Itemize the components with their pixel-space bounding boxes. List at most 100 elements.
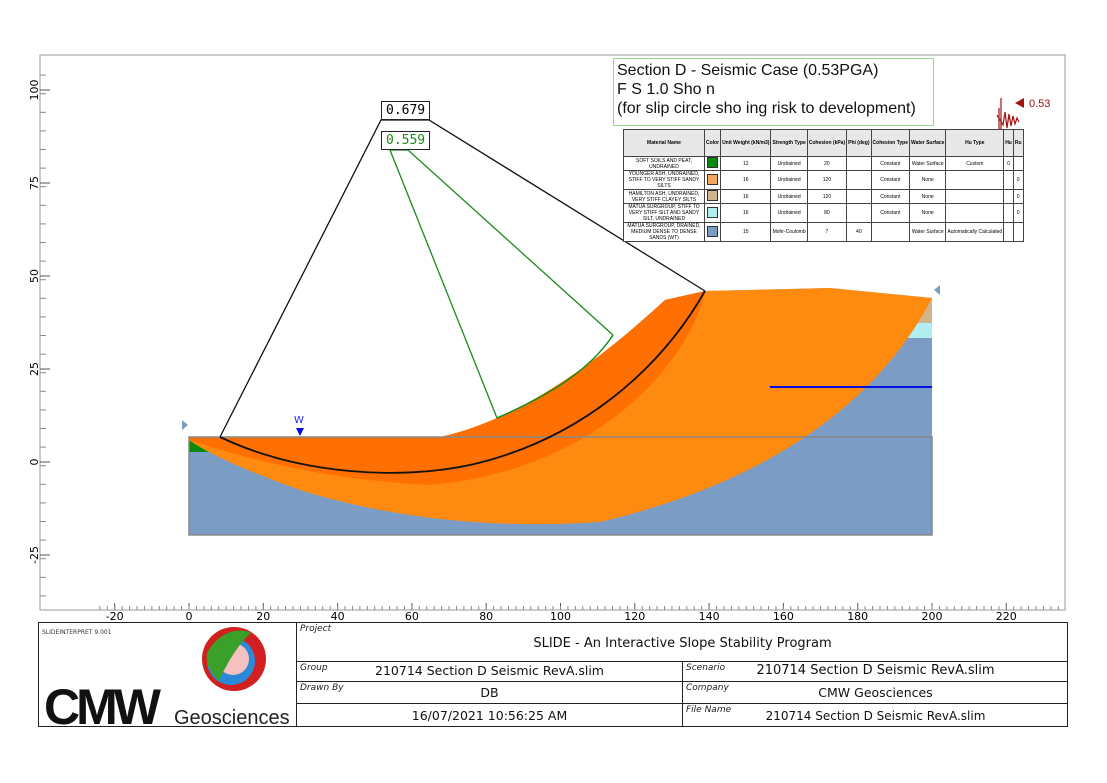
material-hu: [1003, 189, 1014, 204]
material-phi: [846, 189, 872, 204]
material-ru: [1012, 156, 1024, 171]
group-label: Group: [300, 663, 328, 673]
company-logo: CMW Geosciences SLIDEINTERPRET 9.001: [39, 623, 296, 735]
critical-slip-circle: [219, 290, 706, 474]
seismic-coefficient: 0.53: [1029, 98, 1050, 110]
material-ws: Water Surface: [908, 156, 947, 171]
project-value: SLIDE - An Interactive Slope Stability P…: [533, 636, 832, 651]
table-header: Cohesion (kPa): [806, 129, 848, 157]
material-uw: 12: [720, 156, 772, 171]
x-tick-label: 20: [256, 610, 270, 620]
material-uw: 16: [720, 203, 772, 223]
material-ctype: Constant: [870, 170, 911, 190]
material-type: Undrained: [770, 203, 808, 223]
y-tick-label: -25: [28, 546, 41, 564]
material-phi: [846, 156, 872, 171]
version-label: SLIDEINTERPRET 9.001: [42, 629, 112, 636]
x-tick-label: 80: [479, 610, 493, 620]
title-line-2: F S 1.0 Sho n: [617, 81, 715, 98]
right-boundary-marker-icon: [934, 285, 940, 295]
company-cell: Company CMW Geosciences: [682, 681, 1068, 703]
material-phi: [846, 170, 872, 190]
material-type: Undrained: [770, 156, 808, 171]
seismic-arrow-icon: [1015, 98, 1024, 108]
x-tick-label: 220: [996, 610, 1017, 620]
file-name-cell: File Name 210714 Section D Seismic RevA.…: [682, 703, 1068, 726]
color-swatch: [707, 190, 719, 201]
color-swatch: [707, 206, 719, 218]
scenario-label: Scenario: [686, 663, 726, 673]
table-header: Cohesion Type: [870, 129, 911, 157]
material-type: Undrained: [770, 189, 808, 204]
material-hutype: [945, 170, 1005, 190]
file-name-label: File Name: [686, 705, 732, 715]
material-coh: 120: [806, 189, 848, 204]
material-ws: None: [908, 189, 947, 204]
x-tick-label: 120: [624, 610, 645, 620]
table-header: Unit Weight (kN/m3): [720, 129, 772, 157]
title-line-1: Section D - Seismic Case (0.53PGA): [617, 62, 879, 79]
material-row: MATUA SURGROUP, STIFF TO VERY STIFF SILT…: [623, 203, 1024, 223]
material-phi: [846, 203, 872, 223]
x-tick-label: 0: [186, 610, 193, 620]
x-tick-label: 40: [331, 610, 345, 620]
drawn-by-cell: Drawn By DB: [296, 681, 682, 703]
section-title-box: Section D - Seismic Case (0.53PGA) F S 1…: [613, 58, 934, 126]
material-uw: 15: [720, 222, 772, 242]
critical-circle-leader: [219, 119, 706, 438]
logo-subtext: Geosciences: [174, 707, 290, 726]
material-name: MATUA SURGROUP, STIFF TO VERY STIFF SILT…: [623, 203, 705, 223]
project-cell: Project SLIDE - An Interactive Slope Sta…: [296, 622, 1068, 661]
material-name: HAMILTON ASH, UNDRAINED, VERY STIFF CLAY…: [623, 189, 705, 204]
x-tick-label: 60: [405, 610, 419, 620]
material-color-swatch: [703, 170, 722, 190]
material-hu: [1003, 203, 1014, 223]
material-row: HAMILTON ASH, UNDRAINED, VERY STIFF CLAY…: [623, 189, 1024, 204]
scenario-cell: Scenario 210714 Section D Seismic RevA.s…: [682, 661, 1068, 681]
material-ctype: [870, 222, 911, 242]
material-coh: 120: [806, 170, 848, 190]
date-value: 16/07/2021 10:56:25 AM: [411, 708, 568, 723]
table-header: Phi (deg): [846, 129, 872, 157]
left-boundary-marker-icon: [182, 420, 188, 430]
material-ru: 0: [1012, 170, 1024, 190]
y-tick-label: 25: [28, 362, 41, 376]
material-coh: 80: [806, 203, 848, 223]
x-tick-label: 200: [922, 610, 943, 620]
table-header: Strength Type: [770, 129, 808, 157]
material-coh: 20: [806, 156, 848, 171]
material-ws: None: [908, 203, 947, 223]
material-phi: 40: [846, 222, 872, 242]
water-marker-icon: [296, 428, 304, 436]
table-header: Color: [703, 129, 722, 157]
logo-text: CMW: [44, 679, 162, 726]
material-type: Mohr-Coulomb: [770, 222, 808, 242]
x-tick-label: 180: [847, 610, 868, 620]
table-header: Material Name: [623, 129, 705, 157]
material-color-swatch: [703, 222, 722, 242]
material-row: YOUNGER ASH, UNDRAINED, STIFF TO VERY ST…: [623, 170, 1024, 190]
material-hu: 0: [1003, 156, 1014, 171]
material-type: Undrained: [770, 170, 808, 190]
table-header: Water Surface: [908, 129, 947, 157]
color-swatch: [707, 225, 719, 237]
material-color-swatch: [703, 203, 722, 223]
drawn-by-value: DB: [480, 685, 499, 700]
secondary-circle-leader: [389, 149, 614, 419]
group-value: 210714 Section D Seismic RevA.slim: [375, 663, 604, 678]
material-hu: [1003, 170, 1014, 190]
water-label: W: [294, 415, 304, 426]
material-row: MATUA SURGROUP, DRAINED, MEDIUM DENSE TO…: [623, 222, 1024, 242]
material-name: YOUNGER ASH, UNDRAINED, STIFF TO VERY ST…: [623, 170, 705, 190]
table-header: Hu: [1003, 129, 1014, 157]
y-tick-label: 50: [28, 269, 41, 283]
material-name: MATUA SURGROUP, DRAINED, MEDIUM DENSE TO…: [623, 222, 705, 242]
company-label: Company: [686, 683, 729, 693]
title-block: CMW Geosciences SLIDEINTERPRET 9.001 Pro…: [38, 622, 1068, 735]
secondary-slip-circle: [496, 334, 614, 419]
material-ws: Water Surface: [908, 222, 947, 242]
